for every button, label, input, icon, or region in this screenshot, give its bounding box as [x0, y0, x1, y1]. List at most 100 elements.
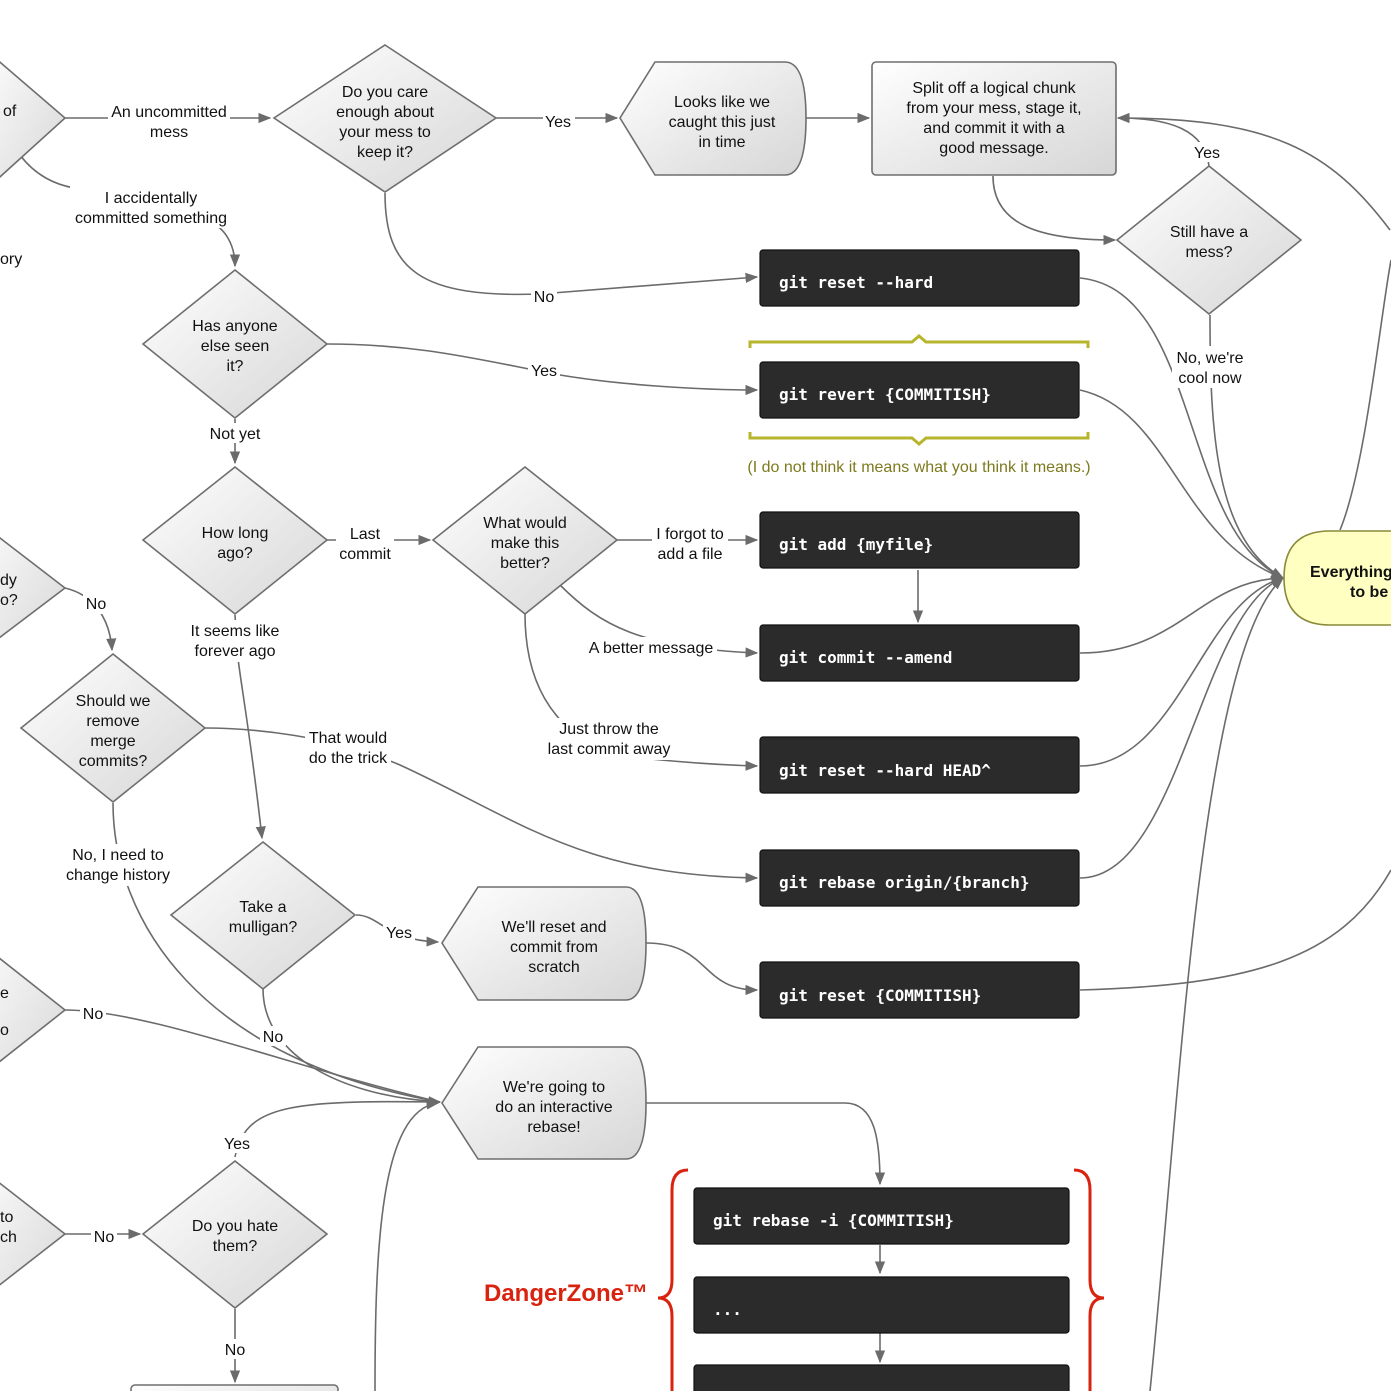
danger-brace-left	[657, 1168, 689, 1391]
label-yes-caught: Yes	[545, 114, 571, 131]
decision-mulligan[interactable]: Take a mulligan?	[169, 840, 357, 991]
label-forever-2: forever ago	[195, 643, 276, 660]
node-terminal[interactable]: Everything to be	[1283, 530, 1391, 626]
interactive-line1: We're going to	[503, 1079, 605, 1096]
care-keep-line4: keep it?	[357, 144, 413, 161]
label-last-commit-1: Last	[350, 526, 381, 543]
mulligan-line2: mulligan?	[229, 919, 298, 936]
caught-line1: Looks like we	[674, 94, 770, 111]
decision-still-mess[interactable]: Still have a mess?	[1115, 164, 1303, 316]
left-diamond-bottom	[0, 1182, 67, 1286]
label-last-commit-2: commit	[339, 546, 391, 563]
split-line1: Split off a logical chunk	[912, 80, 1076, 97]
anyone-seen-line3: it?	[227, 358, 244, 375]
caught-line3: in time	[698, 134, 745, 151]
care-keep-line2: enough about	[336, 104, 434, 121]
label-yes-hate: Yes	[224, 1136, 250, 1153]
label-forever-1: It seems like	[191, 623, 280, 640]
label-throw-2: last commit away	[548, 741, 671, 758]
caught-line2: caught this just	[669, 114, 776, 131]
node-reset-scratch[interactable]: We'll reset and commit from scratch	[441, 886, 647, 1001]
cmd-reset-head[interactable]: git reset --hard HEAD^	[759, 736, 1080, 794]
still-mess-line1: Still have a	[1170, 224, 1248, 241]
decision-how-long[interactable]: How long ago?	[141, 465, 329, 616]
cmd-reset-hard[interactable]: git reset --hard	[759, 249, 1080, 307]
cmd-reset-head-text: git reset --hard HEAD^	[779, 761, 991, 780]
cmd-rebase-origin[interactable]: git rebase origin/{branch}	[759, 849, 1080, 907]
label-throw-1: Just throw the	[559, 721, 659, 738]
remove-merge-line4: commits?	[79, 753, 148, 770]
decision-remove-merge[interactable]: Should we remove merge commits?	[19, 652, 207, 804]
hate-them-line2: them?	[213, 1238, 258, 1255]
label-yes-mulligan: Yes	[386, 925, 412, 942]
left-diamond-top-text: of	[3, 103, 17, 120]
how-long-line1: How long	[202, 525, 269, 542]
anyone-seen-line2: else seen	[201, 338, 270, 355]
label-trick-2: do the trick	[309, 750, 388, 767]
cmd-rebase-i[interactable]: git rebase -i {COMMITISH}	[693, 1187, 1070, 1245]
left-diamond-lower-text1: e	[0, 985, 9, 1002]
split-line4: good message.	[939, 140, 1048, 157]
left-diamond-top	[0, 61, 67, 178]
label-no-hate-out: No	[225, 1342, 246, 1359]
revert-brace-bottom	[748, 432, 1090, 446]
label-uncommitted-2: mess	[150, 124, 188, 141]
anyone-seen-line1: Has anyone	[192, 318, 277, 335]
cmd-ellipsis[interactable]: ...	[693, 1276, 1070, 1334]
terminal-line1: Everything	[1310, 564, 1391, 581]
how-long-line2: ago?	[217, 545, 253, 562]
label-no-left: No	[86, 596, 107, 613]
label-not-yet: Not yet	[210, 426, 261, 443]
cmd-reset-commitish[interactable]: git reset {COMMITISH}	[759, 961, 1080, 1019]
revert-note: (I do not think it means what you think …	[747, 459, 1090, 476]
cmd-amend[interactable]: git commit --amend	[759, 624, 1080, 682]
cmd-ellipsis-text: ...	[713, 1300, 742, 1319]
cmd-rebase-i-text: git rebase -i {COMMITISH}	[713, 1211, 954, 1230]
label-forgot-1: I forgot to	[656, 526, 724, 543]
label-cool-now-2: cool now	[1178, 370, 1242, 387]
care-keep-line3: your mess to	[339, 124, 431, 141]
label-better-message: A better message	[589, 640, 714, 657]
label-no-hate-in: No	[94, 1229, 115, 1246]
label-no-left-mid: No	[83, 1006, 104, 1023]
revert-brace-top	[748, 334, 1090, 348]
label-yes-split: Yes	[1194, 145, 1220, 162]
left-diamond-lower-text2: o	[0, 1022, 9, 1039]
cmd-revert[interactable]: git revert {COMMITISH}	[759, 361, 1080, 419]
care-keep-line1: Do you care	[342, 84, 428, 101]
decision-what-better[interactable]: What would make this better?	[431, 465, 619, 616]
left-diamond-bottom-text1: to	[0, 1209, 13, 1226]
cmd-rebase-origin-text: git rebase origin/{branch}	[779, 873, 1029, 892]
left-history-text: ory	[0, 251, 22, 268]
cmd-add[interactable]: git add {myfile}	[759, 511, 1080, 569]
what-better-line1: What would	[483, 515, 567, 532]
reset-scratch-line2: commit from	[510, 939, 598, 956]
node-interactive-rebase[interactable]: We're going to do an interactive rebase!	[441, 1046, 647, 1160]
interactive-line2: do an interactive	[495, 1099, 613, 1116]
label-forgot-2: add a file	[658, 546, 723, 563]
label-change-history-2: change history	[66, 867, 170, 884]
interactive-line3: rebase!	[527, 1119, 580, 1136]
left-diamond-mid	[0, 537, 67, 639]
cmd-revert-text: git revert {COMMITISH}	[779, 385, 991, 404]
what-better-line2: make this	[491, 535, 559, 552]
decision-hate-them[interactable]: Do you hate them?	[141, 1159, 329, 1310]
reset-scratch-line3: scratch	[528, 959, 580, 976]
hate-them-line1: Do you hate	[192, 1218, 278, 1235]
decision-anyone-seen[interactable]: Has anyone else seen it?	[141, 268, 329, 420]
node-bottom-partial[interactable]	[130, 1384, 339, 1391]
left-diamond-bottom-text2: ch	[0, 1229, 17, 1246]
decision-care-keep[interactable]: Do you care enough about your mess to ke…	[272, 44, 498, 193]
left-diamond-mid-text1: dy	[0, 572, 17, 589]
left-partial-nodes: of ory dy o? e o to ch	[0, 61, 67, 1286]
node-caught-in-time[interactable]: Looks like we caught this just in time	[619, 61, 807, 176]
cmd-bottom-partial[interactable]	[693, 1364, 1070, 1391]
node-split-chunk[interactable]: Split off a logical chunk from your mess…	[871, 61, 1117, 176]
left-diamond-lower	[0, 957, 67, 1063]
cmd-add-text: git add {myfile}	[779, 535, 933, 554]
terminal-line2: to be	[1350, 584, 1388, 601]
still-mess-line2: mess?	[1185, 244, 1232, 261]
label-accidentally-2: committed something	[75, 210, 227, 227]
split-line3: and commit it with a	[923, 120, 1064, 137]
